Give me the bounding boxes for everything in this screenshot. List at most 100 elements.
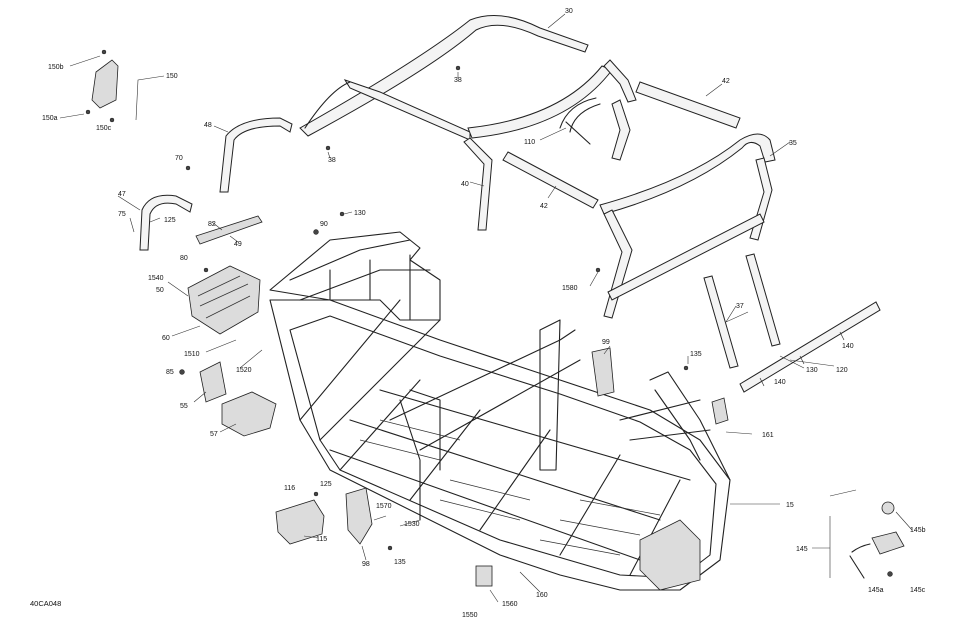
leader-lines	[59, 13, 913, 603]
bracket-145	[871, 531, 905, 555]
chassis-inner-perimeter	[289, 315, 717, 579]
bolt-150c	[109, 117, 115, 123]
leader-98	[361, 545, 367, 561]
label-160: 160	[536, 592, 548, 599]
leader-35	[769, 141, 791, 157]
tube-37-a	[703, 275, 739, 369]
center-upright-1	[399, 399, 421, 521]
leader-130b	[779, 355, 805, 369]
label-140b: 140	[774, 379, 786, 386]
leader-145b	[895, 511, 913, 531]
side-tube-42-upper	[635, 81, 741, 129]
nut-85	[179, 369, 185, 375]
bracket-99	[591, 347, 615, 397]
leader-99	[603, 345, 611, 355]
bolt-1580	[595, 267, 601, 273]
floor-rail-left	[329, 449, 641, 561]
cross-member-4	[559, 454, 621, 556]
label-47: 47	[118, 191, 126, 198]
nut-145c	[887, 571, 893, 577]
leader-150a	[59, 113, 85, 119]
right-upright	[749, 157, 773, 241]
leader-130a	[343, 211, 353, 215]
cross-member-2	[409, 409, 481, 501]
leader-145-diag	[829, 489, 857, 497]
label-145c: 145c	[910, 587, 926, 594]
leader-82	[211, 221, 223, 231]
seat-bar	[389, 329, 576, 421]
connector-pillar	[611, 99, 631, 161]
leader-40	[469, 181, 485, 187]
leader-150b	[69, 55, 101, 67]
bolt-70	[185, 165, 191, 171]
label-130a: 130	[354, 210, 366, 217]
leader-1520	[239, 349, 263, 369]
leader-115	[303, 535, 319, 539]
bolt-130a	[339, 211, 345, 217]
leader-47	[117, 195, 141, 211]
label-110: 110	[524, 139, 535, 146]
handle-48	[219, 117, 293, 193]
leader-1580	[589, 271, 599, 287]
label-161: 161	[762, 432, 774, 439]
rear-upright	[539, 319, 561, 471]
label-37: 37	[736, 303, 744, 310]
center-upright-2	[409, 389, 441, 471]
bolt-125b	[313, 491, 319, 497]
front-diagonal-brace	[299, 299, 441, 441]
label-85: 85	[166, 369, 174, 376]
label-40: 40	[461, 181, 469, 188]
floor-rail-center	[349, 419, 661, 521]
leader-42a	[705, 83, 723, 97]
leader-150	[135, 75, 165, 121]
leader-1540	[167, 281, 189, 297]
leader-110	[539, 127, 567, 141]
bolt-38b	[325, 145, 331, 151]
rear-hoop	[599, 133, 776, 215]
label-15: 15	[786, 502, 794, 509]
rear-extension-120	[739, 301, 881, 393]
label-1570: 1570	[376, 503, 392, 510]
leader-30	[547, 13, 566, 29]
label-130b: 130	[806, 367, 818, 374]
diagram-reference-code: 40CA048	[30, 599, 61, 608]
floor-rail-right	[379, 389, 691, 481]
leader-120	[789, 359, 835, 367]
label-38b: 38	[328, 157, 336, 164]
leader-75	[129, 217, 135, 233]
leader-1560	[489, 589, 499, 603]
label-99: 99	[602, 339, 610, 346]
bracket-57	[221, 391, 277, 437]
mount-1550	[475, 565, 493, 587]
bolt-150b	[101, 49, 107, 55]
floor-pan-lines	[359, 419, 661, 556]
nut-90	[313, 229, 319, 235]
label-49: 49	[234, 241, 242, 248]
b-pillar-40	[463, 137, 493, 231]
roof-crossbar	[607, 213, 765, 301]
label-150b: 150b	[48, 64, 64, 71]
label-150a: 150a	[42, 115, 58, 122]
leader-37	[725, 305, 749, 323]
bracket-55	[199, 361, 227, 403]
cable-145a	[849, 543, 871, 579]
rear-tower	[649, 371, 731, 481]
leader-125a	[149, 217, 161, 223]
callout-labels: 30 38 38 42 42 110 40 35 150b 150 150a 1…	[30, 8, 926, 619]
housing-50-detail	[197, 275, 251, 319]
label-30: 30	[565, 8, 573, 15]
label-35: 35	[789, 140, 797, 147]
front-subframe	[269, 231, 441, 321]
leader-1530	[399, 519, 421, 527]
label-80: 80	[180, 255, 188, 262]
leader-57	[219, 423, 237, 433]
label-48: 48	[204, 122, 212, 129]
leader-60	[171, 325, 201, 337]
label-42a: 42	[722, 78, 730, 85]
label-1580: 1580	[562, 285, 578, 292]
label-1540: 1540	[148, 275, 164, 282]
cross-member-3	[479, 429, 551, 531]
label-75: 75	[118, 211, 126, 218]
label-135b: 135	[394, 559, 406, 566]
